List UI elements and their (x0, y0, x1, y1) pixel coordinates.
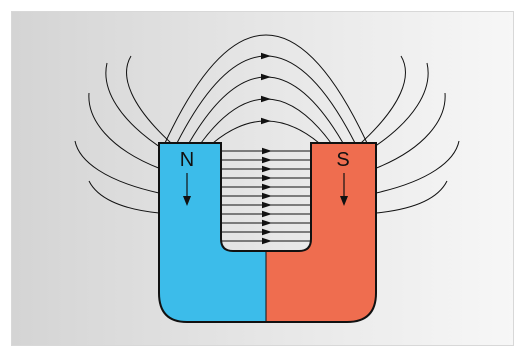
south-pole-label: S (336, 149, 349, 171)
diagram-frame: N S (11, 11, 514, 346)
north-pole-label: N (180, 149, 194, 171)
magnet-field-diagram: N S (12, 12, 514, 346)
